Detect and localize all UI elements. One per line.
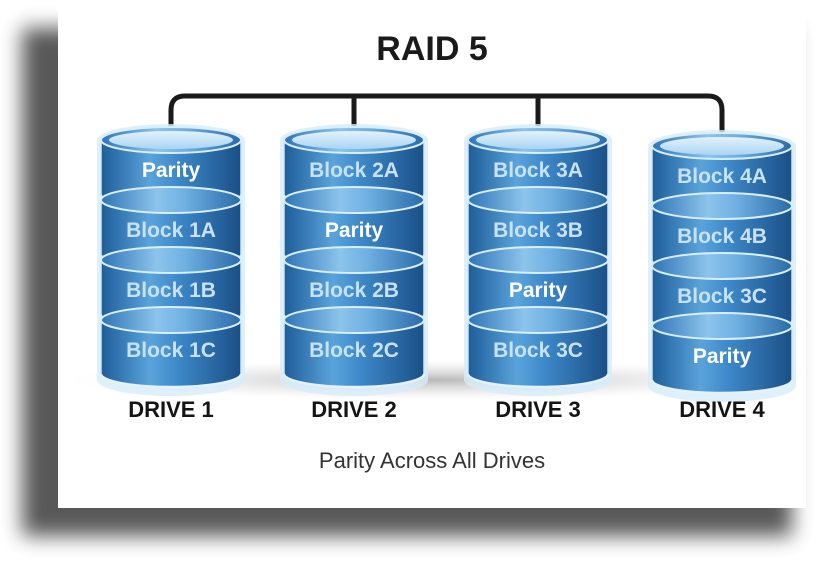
drive-label-1: DRIVE 1 xyxy=(128,397,214,422)
segment-cap xyxy=(467,186,609,214)
block-label: Block 1C xyxy=(126,339,216,362)
drive-label-3: DRIVE 3 xyxy=(495,397,581,422)
block-label: Block 3A xyxy=(493,159,583,182)
block-label: Block 3B xyxy=(493,219,583,242)
diagram-title: RAID 5 xyxy=(376,30,488,68)
block-label: Block 1A xyxy=(126,219,216,242)
drive-4: Block 4A Block 4B Block 3C Parity xyxy=(648,130,796,402)
drive-top-face xyxy=(109,131,233,149)
segment-cap xyxy=(100,246,242,274)
block-label: Block 4B xyxy=(677,225,767,248)
parity-label: Parity xyxy=(142,159,201,182)
drive-base-rim xyxy=(650,379,794,395)
block-label: Block 3C xyxy=(493,339,583,362)
block-label: Block 1B xyxy=(126,279,216,302)
segment-cap xyxy=(467,246,609,274)
segment-cap xyxy=(283,246,425,274)
block-label: Block 3C xyxy=(677,285,767,308)
drive-3-segment-4: Block 3C xyxy=(467,306,609,388)
segment-cap xyxy=(651,312,793,340)
drive-top-face xyxy=(292,131,416,149)
segment-cap xyxy=(100,186,242,214)
diagram-caption: Parity Across All Drives xyxy=(318,448,546,473)
parity-label: Parity xyxy=(325,219,384,242)
block-label: Block 2B xyxy=(309,279,399,302)
drive-top-face xyxy=(660,137,784,155)
parity-label: Parity xyxy=(509,279,568,302)
bus-connector xyxy=(168,93,725,146)
block-label: Block 2A xyxy=(309,159,399,182)
segment-cap xyxy=(283,186,425,214)
bus-line xyxy=(168,93,725,146)
drive-label-2: DRIVE 2 xyxy=(311,397,397,422)
drive-base-rim xyxy=(282,373,426,389)
diagram-card: RAID 5 xyxy=(58,0,806,508)
segment-cap xyxy=(467,306,609,334)
drive-1-segment-4: Block 1C xyxy=(100,306,242,388)
drive-2-segment-4: Block 2C xyxy=(283,306,425,388)
segment-cap xyxy=(651,192,793,220)
drive-base-rim xyxy=(99,373,243,389)
segment-cap xyxy=(283,306,425,334)
block-label: Block 4A xyxy=(677,165,767,188)
parity-label: Parity xyxy=(693,345,752,368)
drive-4-segment-4: Parity xyxy=(651,312,793,394)
segment-cap xyxy=(100,306,242,334)
drive-label-4: DRIVE 4 xyxy=(679,397,765,422)
segment-cap xyxy=(651,252,793,280)
drive-top-face xyxy=(476,131,600,149)
drive-base-rim xyxy=(466,373,610,389)
block-label: Block 2C xyxy=(309,339,399,362)
